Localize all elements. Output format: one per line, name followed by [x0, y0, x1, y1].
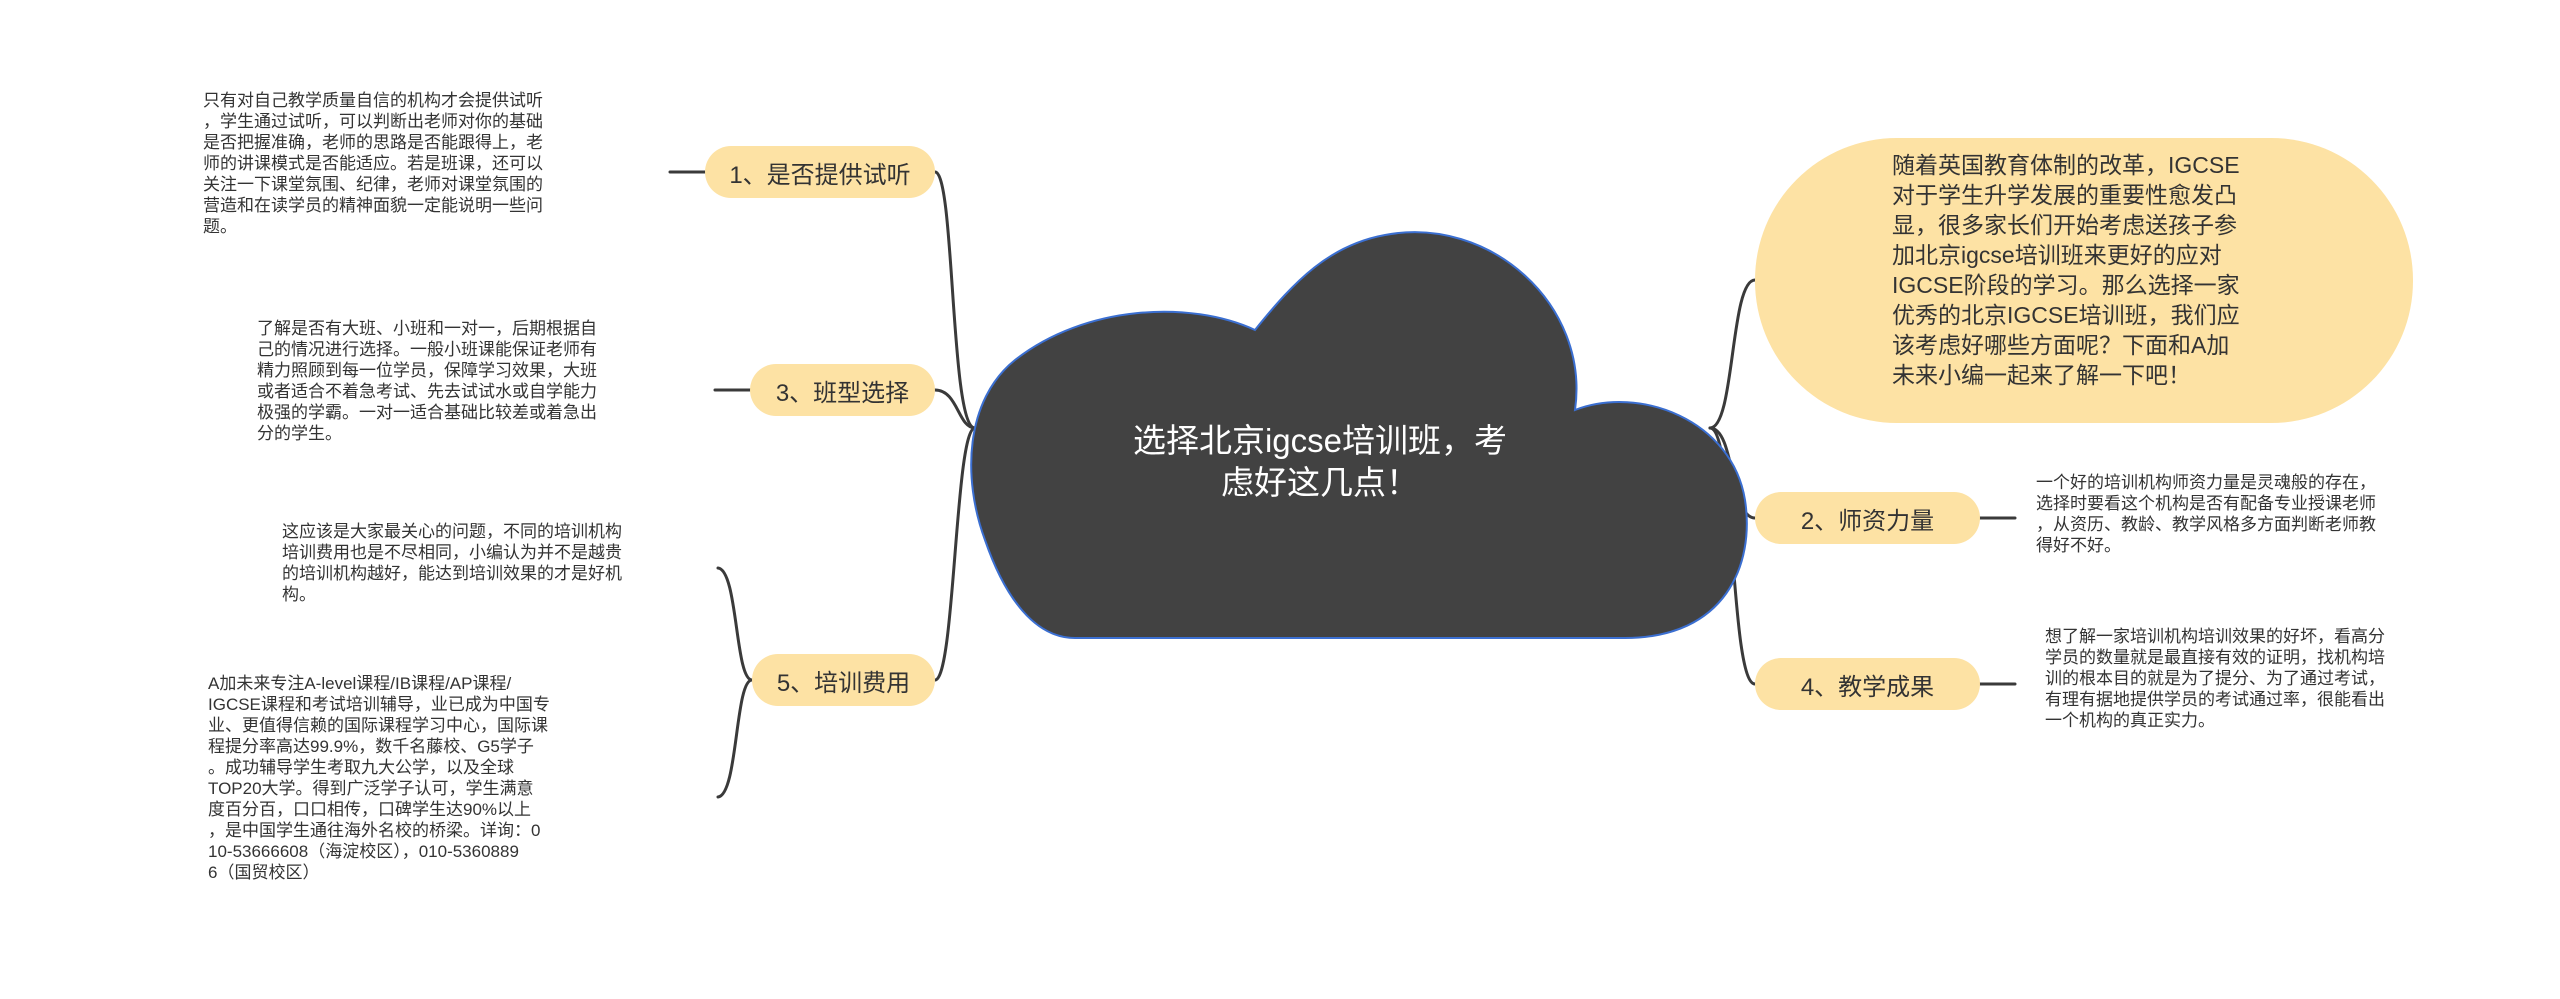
- note-line: 训的根本目的就是为了提分、为了通过考试，: [2045, 669, 2385, 688]
- note-line: 培训费用也是不尽相同，小编认为并不是越贵: [282, 543, 622, 562]
- note-line: 或者适合不着急考试、先去试试水或自学能力: [257, 382, 597, 401]
- note-line: 构。: [282, 585, 316, 604]
- central-topic-line-1: 选择北京igcse培训班，考: [1132, 422, 1508, 459]
- connector-leaf-5a: [716, 566, 754, 682]
- note-line: 题。: [203, 217, 237, 236]
- note-line: 己的情况进行选择。一般小班课能保证老师有: [257, 340, 597, 359]
- note-line: 这应该是大家最关心的问题，不同的培训机构: [282, 522, 622, 541]
- note-trial-lesson[interactable]: 只有对自己教学质量自信的机构才会提供试听 ，学生通过试听，可以判断出老师对你的基…: [203, 90, 603, 237]
- note-line: 精力照顾到每一位学员，保障学习效果，大班: [257, 361, 597, 380]
- note-line: TOP20大学。得到广泛学子认可，学生满意: [208, 779, 534, 798]
- note-teaching-staff[interactable]: 一个好的培训机构师资力量是灵魂般的存在， 选择时要看这个机构是否有配备专业授课老…: [2036, 472, 2436, 556]
- note-institution-intro[interactable]: A加未来专注A-level课程/IB课程/AP课程/ IGCSE课程和考试培训辅…: [208, 673, 608, 883]
- note-line: ，从资历、教龄、教学风格多方面判断老师教: [2036, 515, 2376, 534]
- branch-node-3[interactable]: 3、班型选择: [750, 364, 935, 416]
- note-line: 营造和在读学员的精神面貌一定能说明一些问: [203, 196, 543, 215]
- branch-node-4[interactable]: 4、教学成果: [1755, 658, 1980, 710]
- note-line: 的培训机构越好，能达到培训效果的才是好机: [282, 564, 622, 583]
- note-line: A加未来专注A-level课程/IB课程/AP课程/: [208, 674, 512, 693]
- note-line: IGCSE课程和考试培训辅导，业已成为中国专: [208, 695, 550, 714]
- central-topic-line-2: 虑好这几点！: [1221, 464, 1419, 501]
- note-line: 师的讲课模式是否能适应。若是班课，还可以: [203, 154, 543, 173]
- note-line: ，是中国学生通往海外名校的桥梁。详询：0: [208, 821, 541, 840]
- connector-branch-3: [933, 388, 977, 430]
- branch-node-5[interactable]: 5、培训费用: [752, 654, 935, 706]
- note-line: 有理有据地提供学员的考试通过率，很能看出: [2045, 690, 2385, 709]
- intro-line: 显，很多家长们开始考虑送孩子参: [1892, 212, 2237, 238]
- connector-branch-5: [933, 426, 977, 682]
- note-line: 只有对自己教学质量自信的机构才会提供试听: [203, 91, 543, 110]
- note-line: 业、更值得信赖的国际课程学习中心，国际课: [208, 716, 548, 735]
- note-line: 分的学生。: [257, 424, 342, 443]
- note-line: 一个好的培训机构师资力量是灵魂般的存在，: [2036, 473, 2376, 492]
- note-teaching-results[interactable]: 想了解一家培训机构培训效果的好坏，看高分 学员的数量就是最直接有效的证明，找机构…: [2045, 626, 2445, 731]
- intro-line: 优秀的北京IGCSE培训班，我们应: [1892, 302, 2240, 328]
- note-line: 想了解一家培训机构培训效果的好坏，看高分: [2045, 627, 2385, 646]
- note-class-type[interactable]: 了解是否有大班、小班和一对一，后期根据自 己的情况进行选择。一般小班课能保证老师…: [257, 318, 657, 444]
- connector-branch-1: [933, 170, 977, 430]
- note-line: 度百分百，口口相传，口碑学生达90%以上: [208, 800, 532, 819]
- intro-line: 对于学生升学发展的重要性愈发凸: [1892, 182, 2237, 208]
- intro-line: 未来小编一起来了解一下吧！: [1892, 362, 2191, 388]
- note-line: 程提分率高达99.9%，数千名藤校、G5学子: [208, 737, 534, 756]
- intro-line: IGCSE阶段的学习。那么选择一家: [1892, 272, 2240, 298]
- connector-leaf-5b: [716, 678, 754, 799]
- note-line: 一个机构的真正实力。: [2045, 711, 2215, 730]
- intro-bubble: [1755, 138, 2413, 423]
- note-tuition-fee[interactable]: 这应该是大家最关心的问题，不同的培训机构 培训费用也是不尽相同，小编认为并不是越…: [282, 521, 682, 605]
- intro-text[interactable]: 随着英国教育体制的改革，IGCSE 对于学生升学发展的重要性愈发凸 显，很多家长…: [1892, 150, 2292, 390]
- central-topic[interactable]: 选择北京igcse培训班，考 虑好这几点！: [1080, 420, 1560, 504]
- note-line: 。成功辅导学生考取九大公学，以及全球: [208, 758, 514, 777]
- note-line: 学员的数量就是最直接有效的证明，找机构培: [2045, 648, 2385, 667]
- note-line: 得好不好。: [2036, 536, 2121, 555]
- note-line: 6（国贸校区）: [208, 863, 320, 882]
- note-line: 了解是否有大班、小班和一对一，后期根据自: [257, 319, 597, 338]
- note-line: 极强的学霸。一对一适合基础比较差或着急出: [257, 403, 597, 422]
- intro-line: 随着英国教育体制的改革，IGCSE: [1892, 152, 2240, 178]
- note-line: 选择时要看这个机构是否有配备专业授课老师: [2036, 494, 2376, 513]
- note-line: 10-53666608（海淀校区），010-5360889: [208, 842, 519, 861]
- branch-node-2[interactable]: 2、师资力量: [1755, 492, 1980, 544]
- connector-intro: [1708, 278, 1757, 430]
- note-line: 关注一下课堂氛围、纪律，老师对课堂氛围的: [203, 175, 543, 194]
- intro-line: 加北京igcse培训班来更好的应对: [1892, 242, 2222, 268]
- note-line: 是否把握准确，老师的思路是否能跟得上，老: [203, 133, 543, 152]
- intro-line: 该考虑好哪些方面呢？下面和A加: [1892, 332, 2230, 358]
- note-line: ，学生通过试听，可以判断出老师对你的基础: [203, 112, 543, 131]
- branch-node-1[interactable]: 1、是否提供试听: [705, 146, 935, 198]
- cloud-shape: [970, 231, 1748, 639]
